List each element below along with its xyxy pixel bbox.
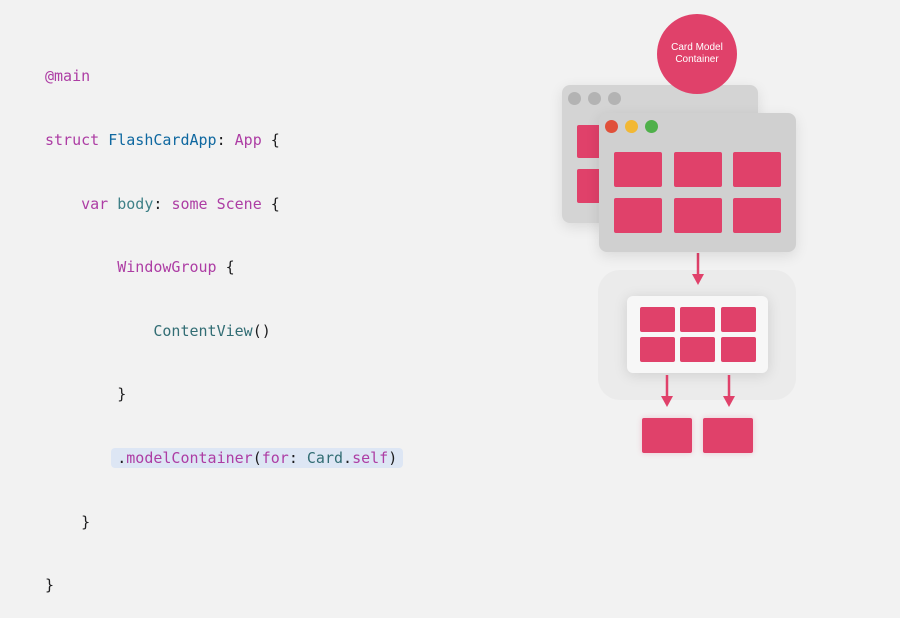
code-snippet: @main struct FlashCardApp: App { var bod…: [45, 24, 404, 618]
some-keyword: some: [171, 194, 208, 213]
down-arrow-icon: [692, 253, 704, 285]
code-line-5: ContentView(): [45, 321, 403, 342]
colon: :: [216, 131, 235, 149]
card-tile-right: [703, 418, 753, 453]
code-line-1: @main: [45, 66, 403, 87]
self-keyword: self: [352, 448, 389, 467]
dot: .: [343, 448, 353, 467]
main-attribute: @main: [45, 67, 91, 86]
card-tile: [733, 152, 781, 187]
open-paren: (: [252, 448, 262, 467]
code-line-7: .modelContainer(for: Card.self): [45, 447, 404, 469]
body-property: body: [117, 194, 154, 213]
model-container-circle: Card Model Container: [657, 14, 737, 94]
for-label: for: [261, 448, 289, 467]
open-brace: {: [261, 131, 280, 149]
app-struct-name: FlashCardApp: [108, 131, 217, 149]
colon: :: [153, 194, 172, 213]
colon: :: [288, 448, 307, 467]
front-window: [599, 113, 796, 252]
flow-arrows: [661, 253, 735, 407]
card-tile: [614, 152, 662, 187]
card-tile: [614, 198, 662, 233]
contentview-call: ContentView: [153, 321, 253, 340]
minimize-dot-icon: [625, 120, 638, 133]
card-tile: [577, 169, 601, 203]
app-protocol: App: [234, 131, 262, 149]
card-tile: [674, 198, 722, 233]
code-line-9: }: [45, 575, 403, 596]
parens: (): [252, 321, 271, 340]
cards-grid-view: [627, 296, 768, 373]
dot: .: [117, 448, 127, 467]
zoom-dot-icon: [608, 92, 621, 105]
container-label-line2: Container: [675, 54, 719, 65]
scene-type: Scene: [216, 194, 262, 213]
code-line-4: WindowGroup {: [45, 257, 403, 278]
card-tile: [733, 198, 781, 233]
card-tile: [640, 337, 675, 362]
modelcontainer-call: modelContainer: [126, 448, 253, 467]
close-dot-icon: [605, 120, 618, 133]
card-tile: [680, 307, 715, 332]
windowgroup-type: WindowGroup: [117, 258, 217, 277]
var-keyword: var: [81, 194, 109, 213]
code-line-6: }: [45, 384, 403, 405]
zoom-dot-icon: [645, 120, 658, 133]
card-tile: [680, 337, 715, 362]
close-dot-icon: [568, 92, 581, 105]
close-brace: }: [81, 512, 91, 531]
minimize-dot-icon: [588, 92, 601, 105]
card-tile-left: [642, 418, 692, 453]
code-line-3: var body: some Scene {: [45, 194, 403, 215]
open-brace: {: [216, 258, 235, 277]
code-line-8: }: [45, 512, 403, 533]
code-line-2: struct FlashCardApp: App {: [45, 130, 403, 151]
card-tile: [674, 152, 722, 187]
card-tile: [721, 337, 756, 362]
down-arrow-icon: [661, 375, 673, 407]
highlighted-modifier: .modelContainer(for: Card.self): [111, 447, 404, 468]
open-brace: {: [261, 194, 280, 213]
card-tile: [640, 307, 675, 332]
card-tile: [577, 125, 601, 158]
down-arrow-icon: [723, 375, 735, 407]
close-brace: }: [117, 385, 127, 404]
container-label-line1: Card Model: [671, 42, 723, 53]
close-paren: ): [388, 448, 398, 467]
card-tile: [721, 307, 756, 332]
close-brace: }: [45, 576, 55, 595]
struct-keyword: struct: [45, 131, 100, 149]
card-type: Card: [306, 448, 344, 467]
